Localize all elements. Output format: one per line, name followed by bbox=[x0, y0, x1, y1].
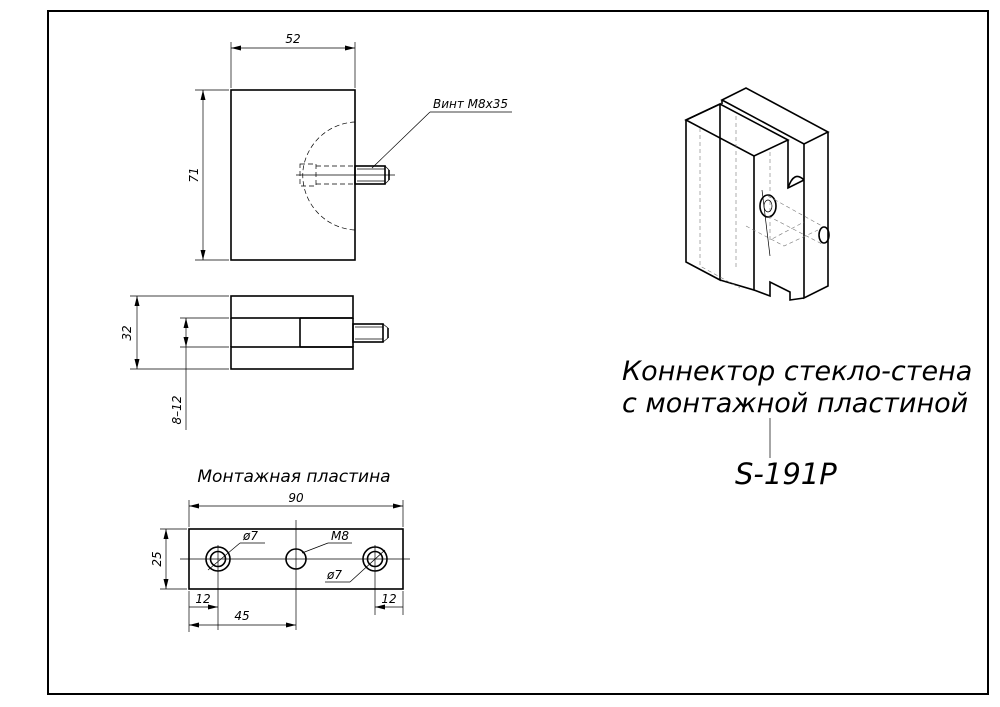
hole-right-label: ø7 bbox=[326, 568, 342, 582]
iso-left-panel-side bbox=[719, 156, 755, 292]
side-body-top bbox=[230, 295, 354, 319]
iso-back-panel-top bbox=[720, 87, 830, 145]
dim-32-label: 32 bbox=[120, 325, 134, 340]
dim-8-12-arrow-top bbox=[183, 318, 189, 328]
iso-left-panel-top bbox=[684, 103, 790, 157]
title-block: Коннектор стекло-стена с монтажной пласт… bbox=[622, 356, 972, 491]
dim-90-label: 90 bbox=[288, 491, 304, 505]
iso-back-panel-side bbox=[803, 132, 829, 300]
iso-left-panel-face bbox=[685, 102, 721, 282]
mounting-plate-view: Монтажная пластина 90 25 ø7 М8 bbox=[150, 467, 410, 632]
dim-90-arrow-left bbox=[189, 503, 199, 509]
iso-hidden-3 bbox=[769, 152, 805, 241]
dim-71-arrow-top bbox=[200, 90, 206, 100]
iso-screw-axis bbox=[761, 189, 771, 257]
screw-leader bbox=[371, 111, 431, 169]
dim-45-arrow-right bbox=[286, 622, 296, 628]
iso-hidden-4 bbox=[745, 225, 819, 247]
iso-screw-head bbox=[759, 194, 777, 218]
sheet-frame bbox=[47, 10, 989, 695]
dim-52-arrow-right bbox=[345, 45, 355, 51]
front-screw-chamfer-top bbox=[384, 165, 390, 171]
dim-32-arrow-top bbox=[134, 296, 140, 306]
dim-25-arrow-top bbox=[163, 529, 169, 539]
product-name-line1: Коннектор стекло-стена bbox=[622, 356, 972, 387]
dim-8-12-label: 8–12 bbox=[170, 396, 184, 425]
dim-90-arrow-right bbox=[393, 503, 403, 509]
side-body-bottom bbox=[230, 346, 354, 370]
dim-71-arrow-bottom bbox=[200, 250, 206, 260]
dim-8-12-arrow-bottom bbox=[183, 337, 189, 347]
hole-left-label: ø7 bbox=[242, 529, 258, 543]
dim-12l-label: 12 bbox=[195, 592, 210, 606]
hole-right-leader bbox=[349, 549, 386, 583]
iso-slot-bottom bbox=[753, 280, 805, 301]
dim-45-label: 45 bbox=[234, 609, 249, 623]
dim-32-arrow-bottom bbox=[134, 359, 140, 369]
dim-52-arrow-left bbox=[231, 45, 241, 51]
dim-25-label: 25 bbox=[150, 551, 164, 566]
dim-12r-arrow bbox=[375, 604, 385, 610]
dim-12r-label: 12 bbox=[381, 592, 396, 606]
plate-title: Монтажная пластина bbox=[197, 467, 390, 487]
iso-screw-hidden-bottom bbox=[767, 215, 823, 245]
hole-m8-leader bbox=[301, 542, 329, 554]
product-name-line2: с монтажной пластиной bbox=[622, 388, 968, 419]
iso-screw-socket bbox=[763, 199, 773, 213]
dim-45-arrow-left bbox=[189, 622, 199, 628]
front-screw-shaft bbox=[354, 165, 386, 185]
side-screw-shaft bbox=[352, 323, 384, 343]
side-screw-chamfer-top bbox=[382, 323, 389, 329]
front-view: 52 71 Винт М8х35 bbox=[187, 32, 512, 261]
iso-slot-arc bbox=[787, 175, 805, 189]
front-plate-arc bbox=[302, 121, 356, 231]
hole-left-leader bbox=[207, 542, 241, 571]
side-view: 32 8–12 bbox=[120, 295, 389, 430]
hole-m8-label: М8 bbox=[331, 529, 349, 543]
product-code: S-191P bbox=[735, 457, 837, 491]
dim-71-label: 71 bbox=[187, 167, 201, 182]
screw-label: Винт М8х35 bbox=[433, 97, 508, 111]
iso-screw-hidden-top bbox=[767, 195, 823, 227]
front-screw-chamfer-bottom bbox=[384, 179, 390, 185]
dim-25-arrow-bottom bbox=[163, 579, 169, 589]
dim-12l-arrow bbox=[208, 604, 218, 610]
dim-52-label: 52 bbox=[285, 32, 300, 46]
isometric-view bbox=[684, 87, 830, 301]
iso-screw-tip bbox=[818, 226, 830, 244]
iso-hidden-1 bbox=[699, 128, 741, 289]
side-screw-chamfer-bottom bbox=[382, 337, 389, 343]
